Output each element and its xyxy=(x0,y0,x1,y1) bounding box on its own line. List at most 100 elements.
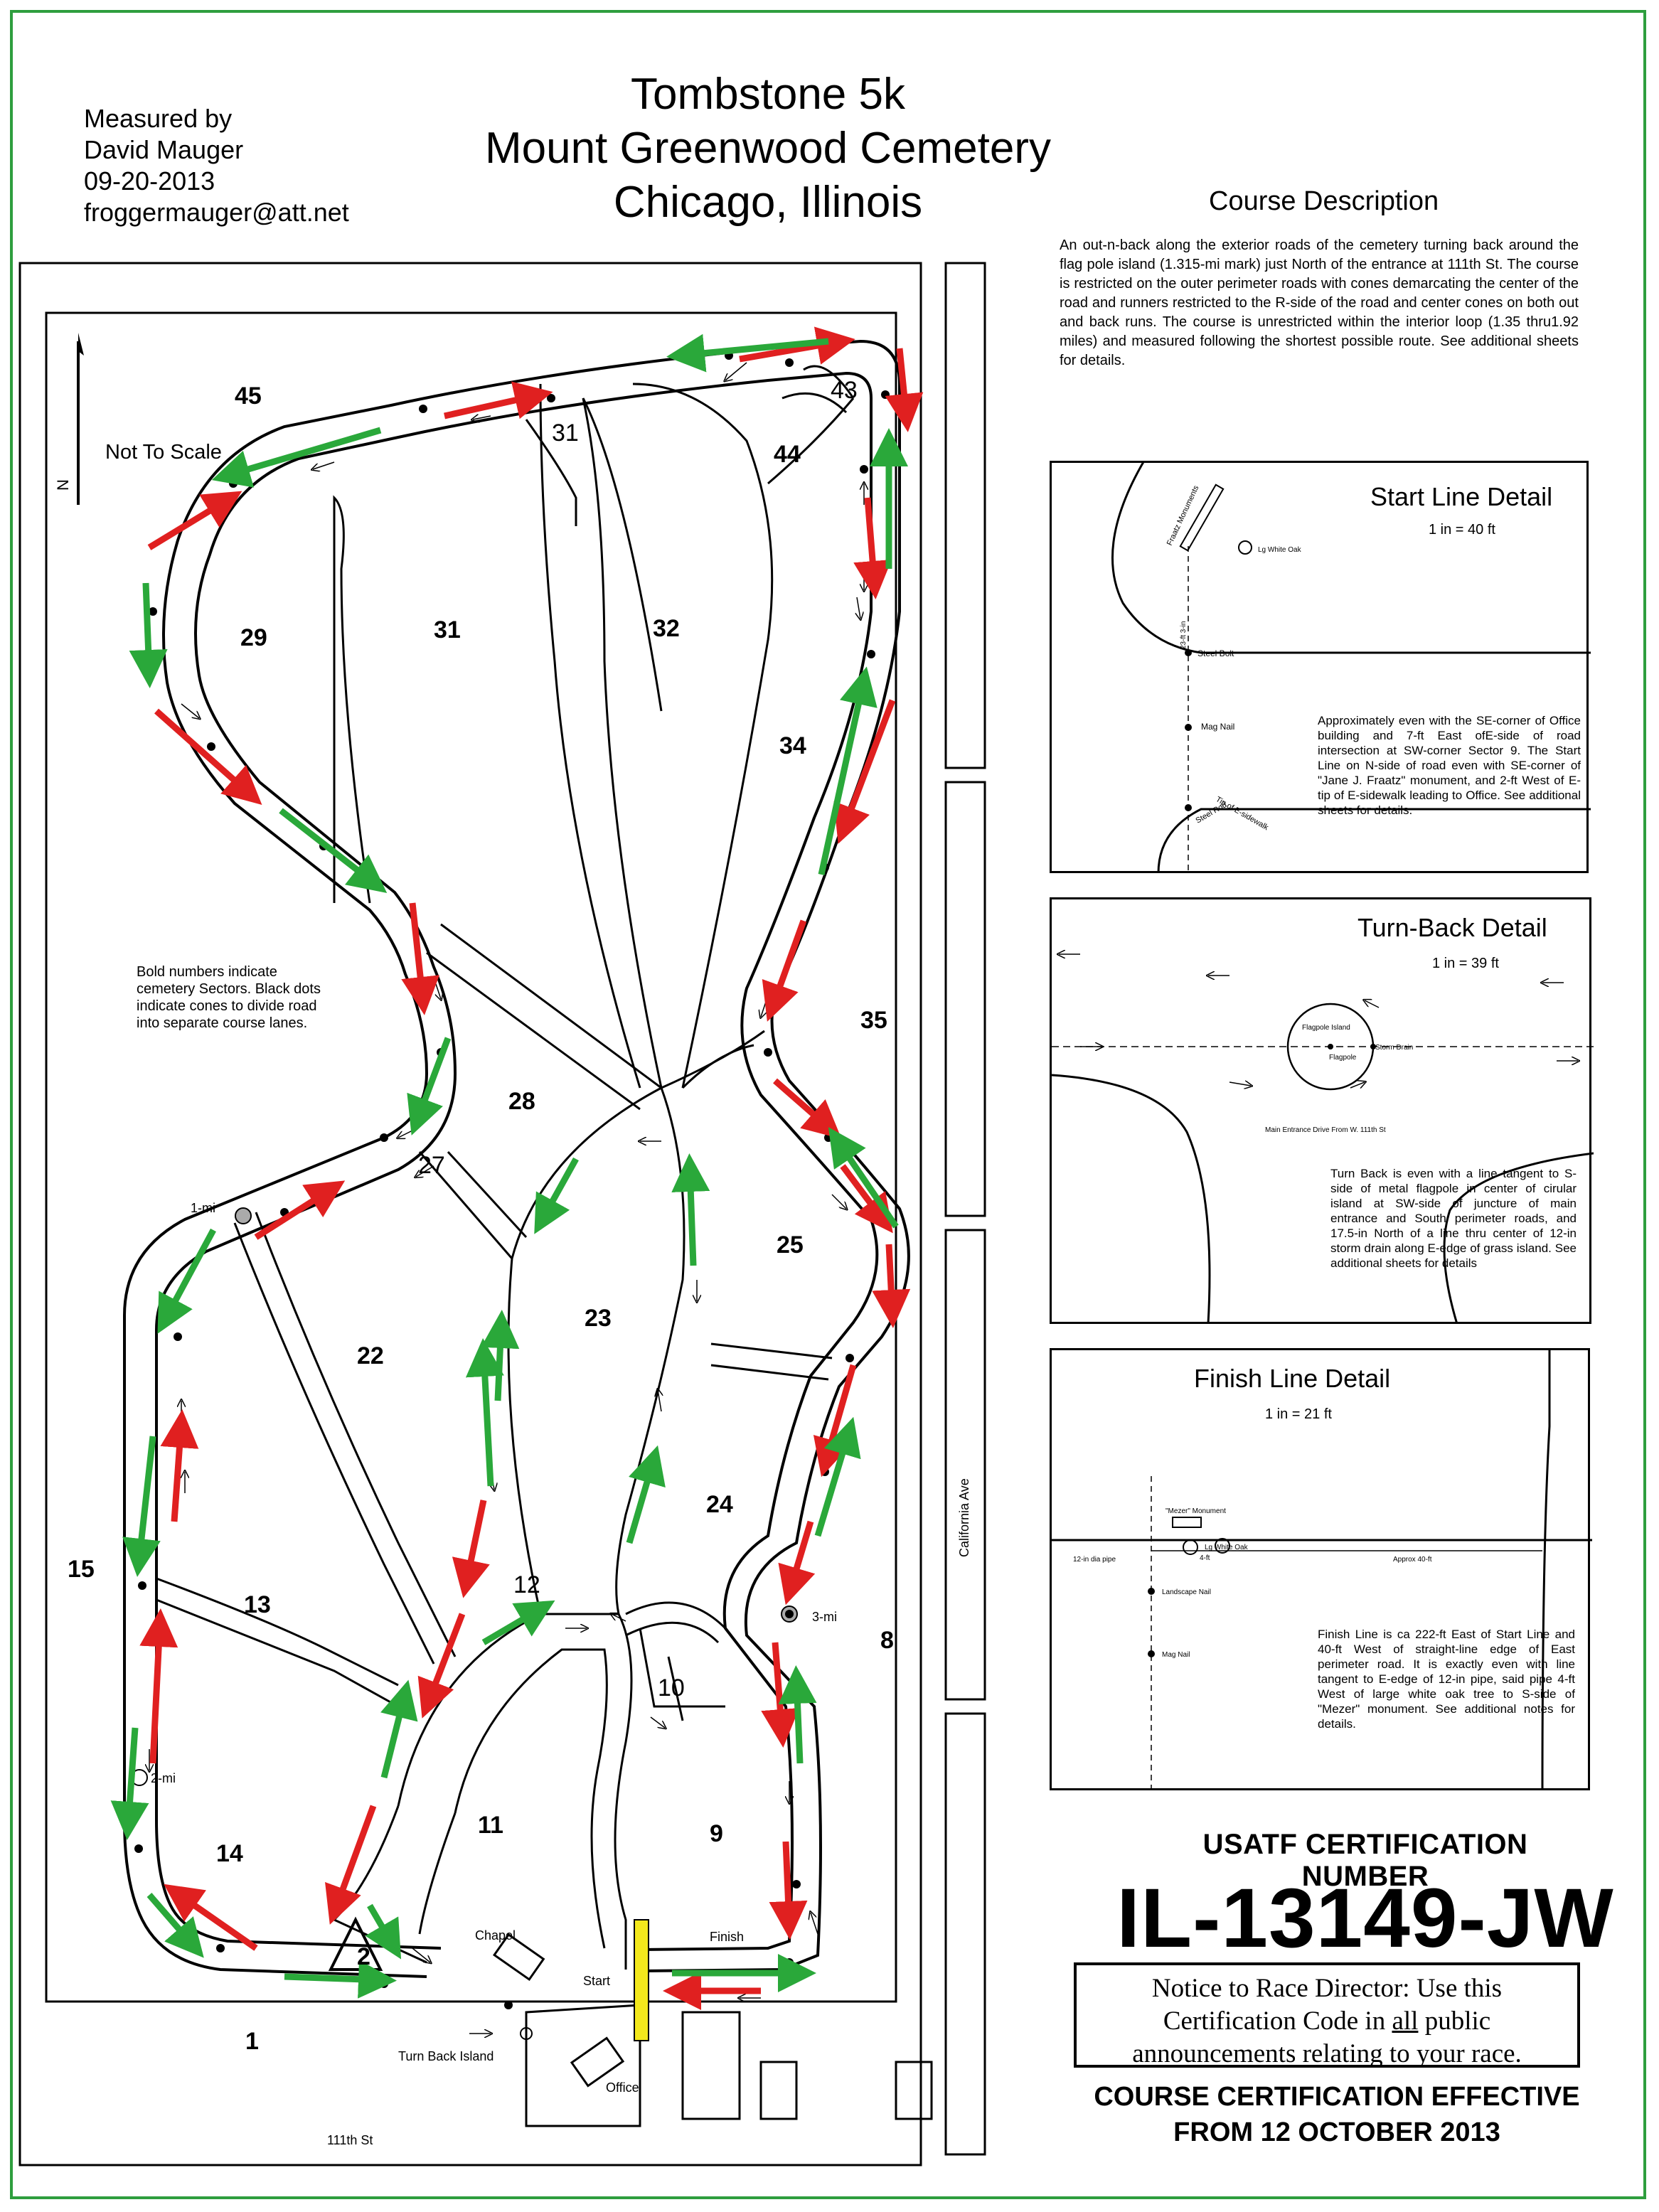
finish-label-40ft: Approx 40-ft xyxy=(1393,1556,1432,1564)
turnback-label-flagpole: Flagpole xyxy=(1329,1054,1357,1062)
certification-number: IL-13149-JW xyxy=(1116,1871,1614,1965)
sector-10: 10 xyxy=(658,1674,685,1701)
return-arrows xyxy=(110,333,908,1999)
measured-by-label: Measured by xyxy=(84,104,233,133)
turnback-label-island: Flagpole Island xyxy=(1302,1024,1350,1032)
sector-22: 22 xyxy=(357,1342,384,1369)
sector-43: 43 xyxy=(831,377,858,404)
sector-35: 35 xyxy=(860,1007,887,1034)
finish-label: Finish xyxy=(710,1930,744,1944)
small-direction-arrows xyxy=(149,362,864,2034)
effective-line-2: FROM 12 OCTOBER 2013 xyxy=(1173,2117,1500,2147)
turnback-detail-scale: 1 in = 39 ft xyxy=(1432,956,1499,971)
sector-24: 24 xyxy=(706,1491,733,1518)
sector-45: 45 xyxy=(235,383,262,410)
sector-25: 25 xyxy=(777,1231,804,1259)
turnback-detail-drawing: Flagpole Island Flagpole Storm Drain Mai… xyxy=(1052,897,1594,1324)
map-legend-note: Bold numbers indicate cemetery Sectors. … xyxy=(137,964,321,1031)
street-111-label: 111th St xyxy=(327,2133,373,2147)
finish-detail-drawing: "Mezer" Monument Lg White Oak 12-in dia … xyxy=(1052,1348,1592,1790)
map-frame xyxy=(18,262,922,2166)
mile-3-label: 3-mi xyxy=(812,1610,837,1624)
sector-23: 23 xyxy=(585,1305,612,1332)
sector-28: 28 xyxy=(508,1088,535,1115)
mile-2-label: 2-mi xyxy=(151,1771,176,1785)
notice-line-2: Certification Code in all public xyxy=(1077,2005,1577,2038)
measurer-name: David Mauger xyxy=(84,135,244,164)
finish-detail-frame xyxy=(1052,1348,1590,1788)
sector-31: 31 xyxy=(434,616,461,643)
finish-line-detail: Finish Line Detail 1 in = 21 ft "Mezer" … xyxy=(1050,1348,1592,1790)
sector-31-north: 31 xyxy=(552,420,579,447)
turnback-label-entrance: Main Entrance Drive From W. 111th St xyxy=(1265,1126,1386,1134)
start-label-nail: Mag Nail xyxy=(1201,722,1234,732)
start-label-bolt: Steel Bolt xyxy=(1197,648,1234,658)
mile-1-marker xyxy=(235,1207,252,1224)
sector-12: 12 xyxy=(513,1571,540,1598)
interior-roads xyxy=(156,365,855,1970)
sector-2: 2 xyxy=(357,1943,370,1970)
turn-back-island-label: Turn Back Island xyxy=(398,2049,494,2063)
start-label-rod: Steel Rod xyxy=(1195,801,1229,826)
measurer-email: froggermauger@att.net xyxy=(84,198,349,227)
finish-label-mag-nail: Mag Nail xyxy=(1162,1651,1190,1659)
course-description-heading: Course Description xyxy=(1209,186,1439,216)
certification-label: USATF CERTIFICATION NUMBER xyxy=(1202,1829,1528,1892)
turnback-detail-title: Turn-Back Detail xyxy=(1357,913,1547,942)
notice-line-2-em: all xyxy=(1392,2007,1419,2036)
title-race: Tombstone 5k xyxy=(631,70,905,119)
start-detail-note: Approximately even with the SE-corner of… xyxy=(1318,714,1581,817)
buildings xyxy=(493,1933,933,2127)
title-venue: Mount Greenwood Cemetery xyxy=(484,124,1052,173)
finish-detail-note: Finish Line is ca 222-ft East of Start L… xyxy=(1318,1628,1575,1731)
measured-by-block: Measured by David Mauger 09-20-2013 frog… xyxy=(84,103,349,228)
finish-detail-title: Finish Line Detail xyxy=(1194,1364,1391,1393)
sector-34: 34 xyxy=(779,732,806,759)
office-label: Office xyxy=(606,2080,639,2095)
effective-line-1: COURSE CERTIFICATION EFFECTIVE xyxy=(1094,2082,1580,2112)
sector-14: 14 xyxy=(216,1840,243,1867)
certification-effective: COURSE CERTIFICATION EFFECTIVE FROM 12 O… xyxy=(1074,2079,1600,2150)
turnback-detail-frame xyxy=(1052,897,1591,1322)
notice-line-1: Notice to Race Director: Use this xyxy=(1151,1974,1503,2003)
sector-11: 11 xyxy=(478,1812,503,1839)
start-label: Start xyxy=(583,1974,610,1988)
start-detail-title: Start Line Detail xyxy=(1370,482,1553,511)
start-line-detail: Start Line Detail 1 in = 40 ft Fraatz Mo… xyxy=(1050,461,1591,873)
sector-27: 27 xyxy=(418,1152,445,1179)
chapel-label: Chapel xyxy=(475,1928,516,1943)
notice-line-2-post: public xyxy=(1418,2007,1491,2036)
sector-15: 15 xyxy=(68,1556,95,1583)
sector-29: 29 xyxy=(240,624,267,651)
finish-label-mezer: "Mezer" Monument xyxy=(1165,1507,1226,1515)
start-detail-frame xyxy=(1052,461,1589,871)
north-arrow xyxy=(77,333,84,505)
sector-9: 9 xyxy=(710,1820,723,1847)
turnback-detail-note: Turn Back is even with a line tangent to… xyxy=(1330,1167,1577,1270)
turn-back-island-marker xyxy=(520,2027,533,2040)
sector-labels: 45 29 31 32 44 34 35 28 25 23 22 24 13 1… xyxy=(68,383,894,2055)
sector-1: 1 xyxy=(245,2028,259,2055)
perimeter-road xyxy=(123,339,910,1978)
sector-8: 8 xyxy=(880,1627,894,1654)
turn-back-detail: Turn-Back Detail 1 in = 39 ft Flagpole I… xyxy=(1050,897,1594,1324)
mile-1-label: 1-mi xyxy=(191,1201,215,1215)
california-ave-blocks xyxy=(944,262,986,2156)
finish-label-pipe: 12-in dia pipe xyxy=(1073,1556,1116,1564)
course-description-text: An out-n-back along the exterior roads o… xyxy=(1060,237,1579,368)
turnback-label-drain: Storm Drain xyxy=(1375,1044,1413,1052)
sector-32: 32 xyxy=(653,615,680,642)
not-to-scale-label: Not To Scale xyxy=(105,441,222,464)
sector-labels-light: 43 12 27 31 10 xyxy=(418,377,858,1701)
start-label-sidewalk: Tip of E-sidewalk xyxy=(1215,795,1271,832)
start-label-distance: 23-ft 3-in xyxy=(1180,621,1188,649)
start-line-marker xyxy=(634,1919,649,2041)
cones xyxy=(134,351,890,2009)
finish-detail-scale: 1 in = 21 ft xyxy=(1265,1406,1332,1422)
notice-line-2-pre: Certification Code in xyxy=(1163,2007,1392,2036)
notice-line-3: announcements relating to your race. xyxy=(1132,2039,1522,2068)
title-city: Chicago, Illinois xyxy=(613,178,923,227)
page-title: Tombstone 5k Mount Greenwood Cemetery Ch… xyxy=(398,68,1138,230)
finish-label-4ft: 4-ft xyxy=(1200,1554,1210,1562)
